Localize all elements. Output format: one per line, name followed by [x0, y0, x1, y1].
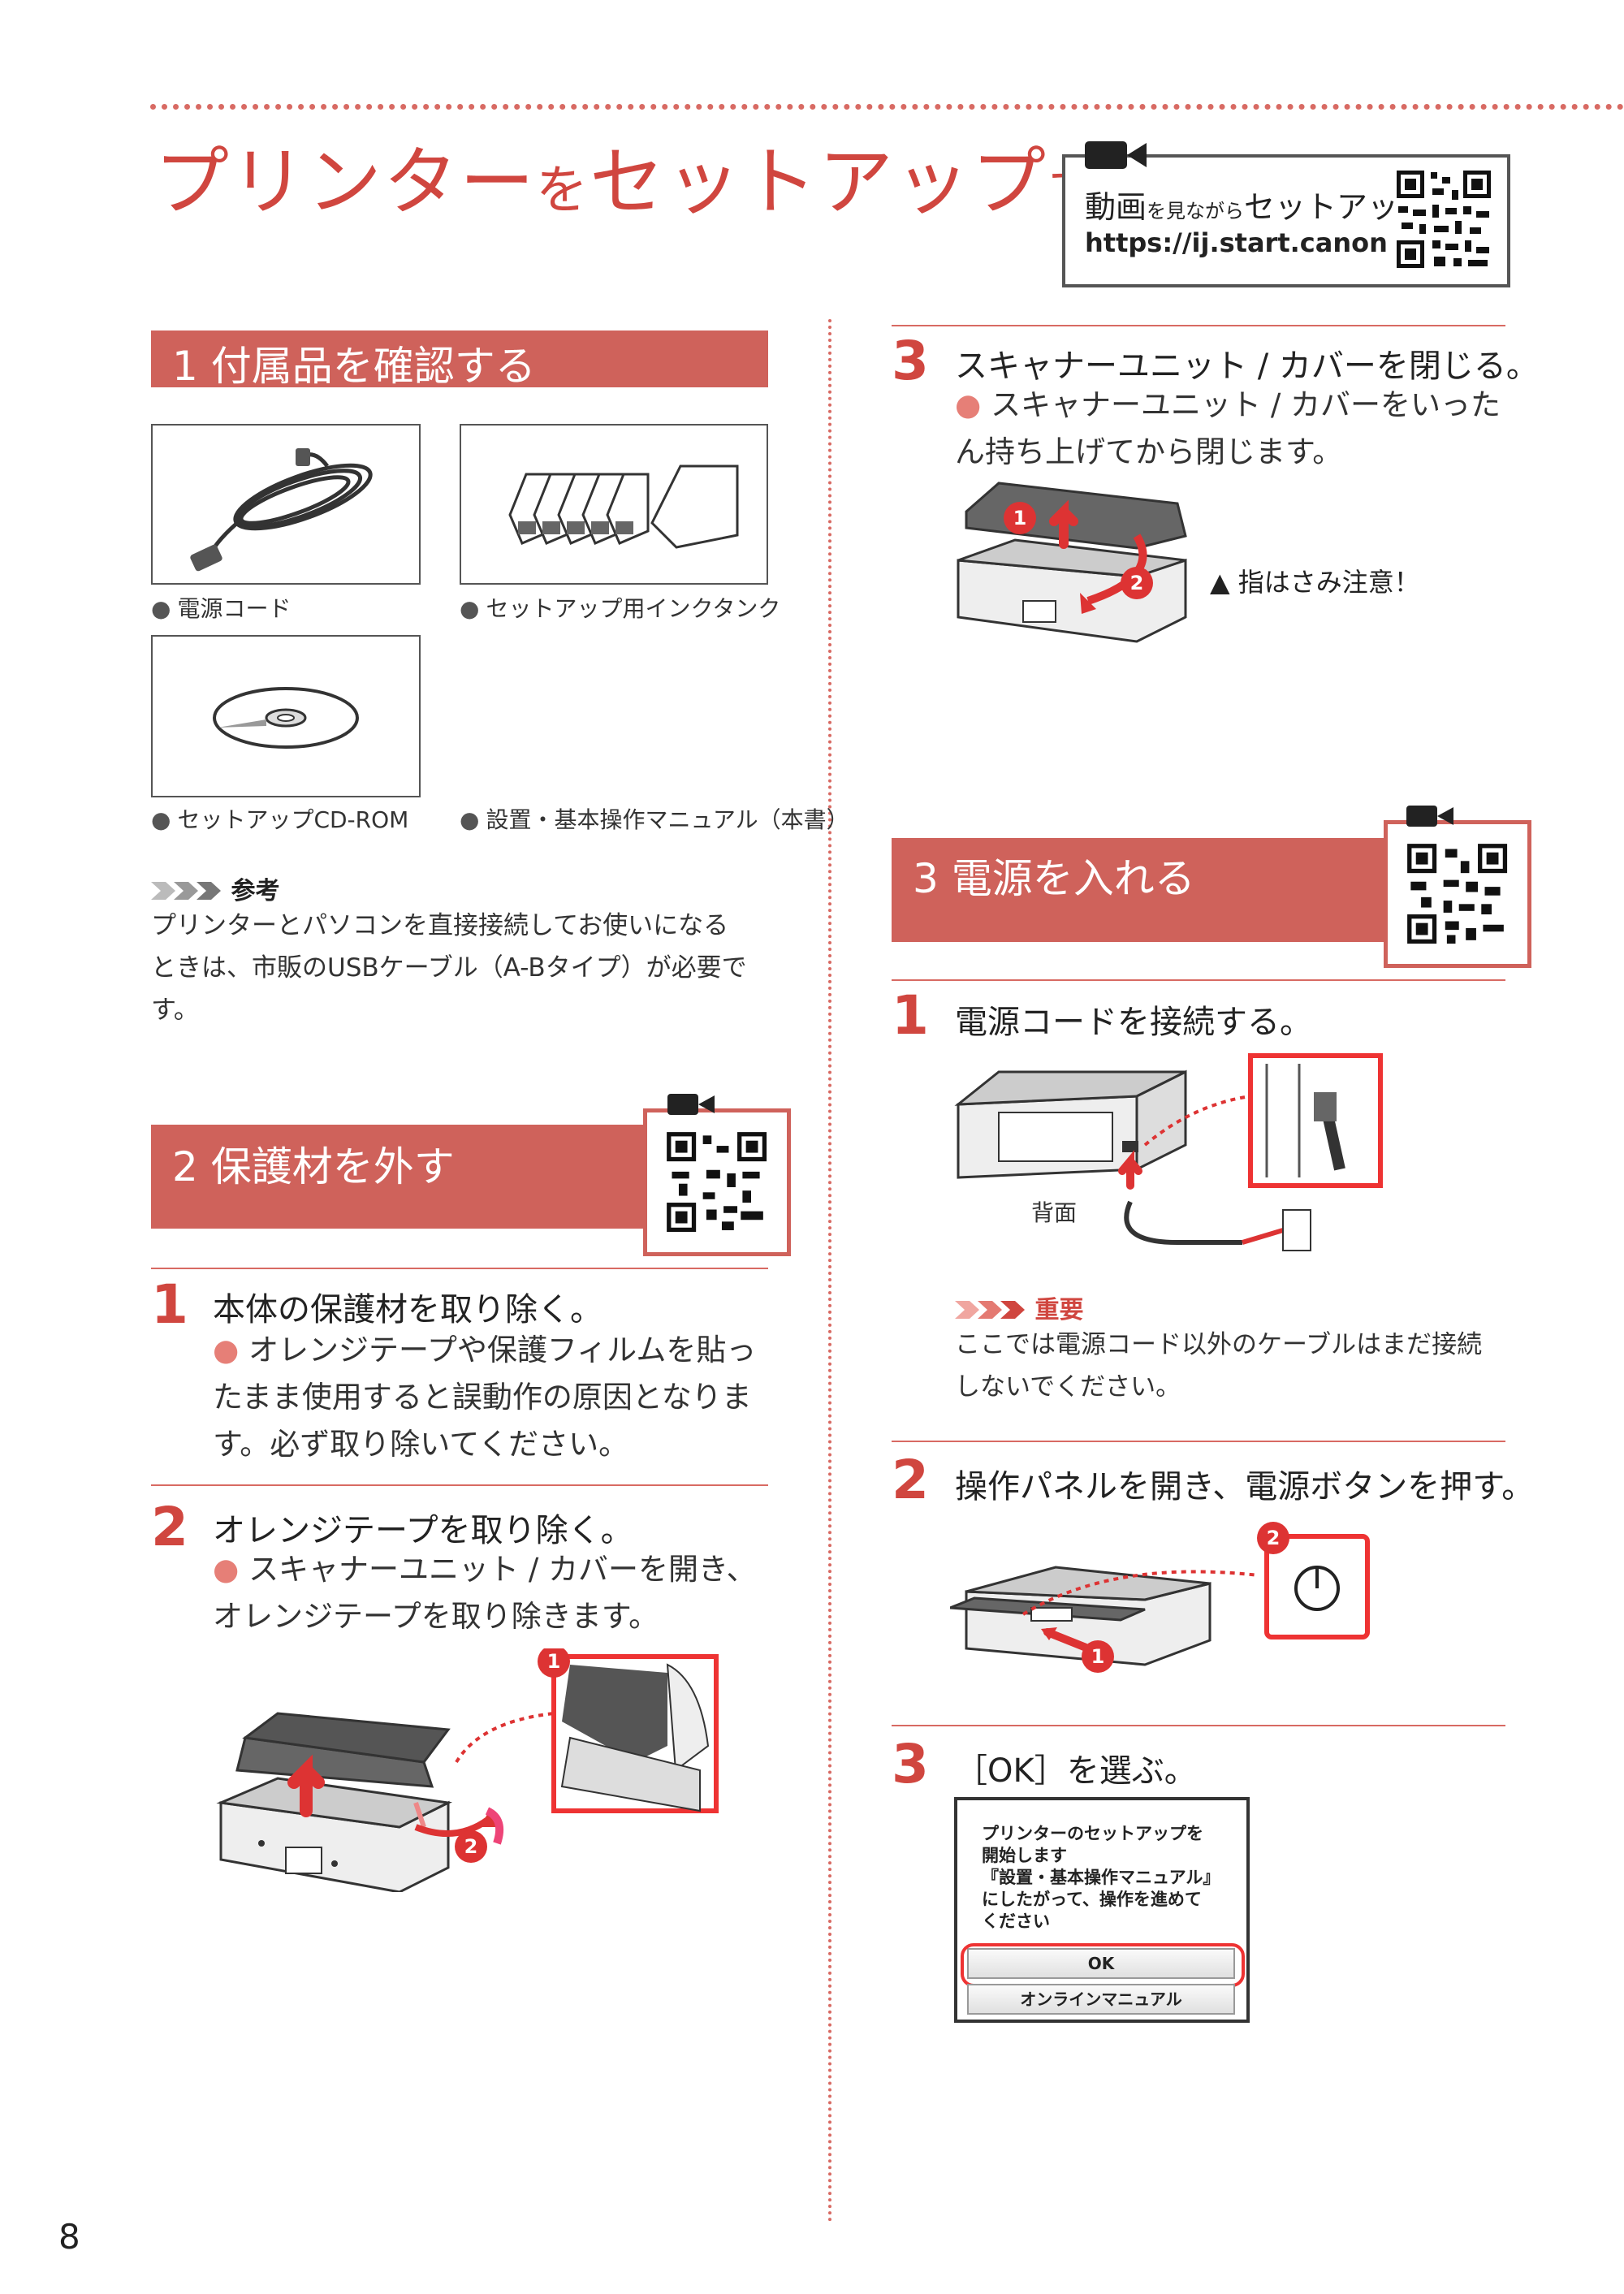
step-number: 3 — [892, 1733, 929, 1795]
callout-1: 1 — [547, 1650, 561, 1673]
step-number: 1 — [151, 1273, 188, 1336]
video-camera-icon — [1406, 806, 1453, 827]
cd-rom-image — [151, 635, 421, 797]
rear-caption: 背面 — [1031, 1199, 1078, 1226]
warning-triangle-icon: ▲ — [1210, 567, 1230, 598]
step-title: オレンジテープを取り除く。 — [213, 1512, 633, 1549]
step-description: ● スキャナーユニット / カバーをいったん持ち上げてから閉じます。 — [955, 387, 1501, 469]
bullet-dot: ● — [213, 1552, 240, 1587]
chevron-right-icon — [151, 882, 221, 900]
step-divider — [151, 1268, 768, 1269]
power-icon — [1294, 1566, 1340, 1611]
scanner-close-illustration: 1 2 — [957, 482, 1187, 643]
video-guide-box[interactable]: 動画を見ながらセットアップ https://ij.start.canon — [1062, 141, 1510, 287]
video-camera-icon — [1085, 141, 1147, 169]
section-2-qr-frame[interactable] — [643, 1108, 791, 1256]
step-title: 電源コードを接続する。 — [955, 1004, 1312, 1041]
column-divider — [828, 319, 831, 2223]
video-camera-icon — [667, 1094, 715, 1115]
step-number: 2 — [892, 1449, 929, 1511]
caption-cd-rom: ●セットアップCD-ROM — [151, 806, 409, 833]
printer-lcd-screen: プリンターのセットアップを 開始します 『設置・基本操作マニュアル』 にしたがっ… — [954, 1797, 1250, 2023]
step-divider — [892, 1441, 1505, 1442]
ink-tanks-image — [460, 424, 768, 585]
qr-code-icon — [665, 1130, 769, 1234]
power-cord-icon — [190, 448, 373, 572]
callout-2: 2 — [1130, 572, 1144, 594]
important-note-body: ここでは電源コード以外のケーブルはまだ接続しないでください。 — [955, 1330, 1483, 1402]
header-dotted-rule — [150, 104, 1624, 110]
page-title: プリンターをセットアップする — [154, 139, 1153, 226]
caption-manual: ●設置・基本操作マニュアル（本書） — [460, 806, 849, 833]
step-divider — [892, 1725, 1505, 1726]
ok-button[interactable]: OK — [967, 1948, 1235, 1979]
online-manual-button[interactable]: オンラインマニュアル — [967, 1984, 1235, 2015]
step-title: 本体の保護材を取り除く。 — [213, 1291, 603, 1328]
bullet-dot: ● — [213, 1333, 240, 1367]
step-description: ● スキャナーユニット / カバーを開き、オレンジテープを取り除きます。 — [213, 1552, 757, 1634]
step-title: ［OK］を選ぶ。 — [955, 1752, 1197, 1790]
qr-code-icon — [1395, 169, 1492, 270]
video-guide-url[interactable]: https://ij.start.canon — [1085, 227, 1388, 258]
chevron-right-icon — [955, 1301, 1025, 1319]
callout-1: 1 — [1091, 1645, 1105, 1668]
ok-highlight-ring — [961, 1943, 1245, 1987]
step-divider — [892, 979, 1505, 981]
callout-1: 1 — [1013, 507, 1027, 529]
caption-power-cord: ●電源コード — [151, 595, 292, 622]
step-title: 操作パネルを開き、電源ボタンを押す。 — [955, 1468, 1535, 1506]
finger-pinch-warning: ▲ 指はさみ注意！ — [1210, 567, 1420, 598]
scanner-open-illustration: 1 2 — [216, 1648, 719, 1892]
ink-tank-icon — [508, 464, 739, 549]
callout-2: 2 — [464, 1835, 478, 1858]
power-button-illustration: 1 2 — [950, 1522, 1370, 1673]
qr-code-icon — [1406, 842, 1510, 946]
callout-2: 2 — [1267, 1527, 1281, 1549]
step-number: 2 — [151, 1496, 188, 1558]
section-3-qr-frame[interactable] — [1384, 820, 1531, 968]
step-description: ● オレンジテープや保護フィルムを貼ったまま使用すると誤動作の原因となります。必… — [213, 1333, 757, 1462]
caption-ink-tanks: ●セットアップ用インクタンク — [460, 595, 781, 622]
important-note-title: 重要 — [955, 1290, 1083, 1325]
bullet-dot: ● — [955, 387, 982, 422]
step-number: 3 — [892, 330, 929, 392]
power-cord-connection-illustration — [954, 1053, 1383, 1251]
page-number: 8 — [58, 2217, 80, 2257]
step-divider — [151, 1484, 768, 1486]
step-title: スキャナーユニット / カバーを閉じる。 — [955, 348, 1539, 385]
step-number: 1 — [892, 984, 929, 1047]
video-guide-label: 動画を見ながらセットアップ — [1085, 189, 1430, 225]
power-cord-image — [151, 424, 421, 585]
cd-rom-icon — [213, 687, 359, 749]
setup-start-message: プリンターのセットアップを 開始します 『設置・基本操作マニュアル』 にしたがっ… — [982, 1824, 1220, 1931]
step-divider — [892, 325, 1505, 326]
reference-note-title: 参考 — [151, 871, 279, 906]
reference-note-body: プリンターとパソコンを直接接続してお使いになるときは、市販のUSBケーブル（A-… — [151, 911, 747, 1025]
section-1-header: 1 付属品を確認する — [151, 330, 768, 390]
